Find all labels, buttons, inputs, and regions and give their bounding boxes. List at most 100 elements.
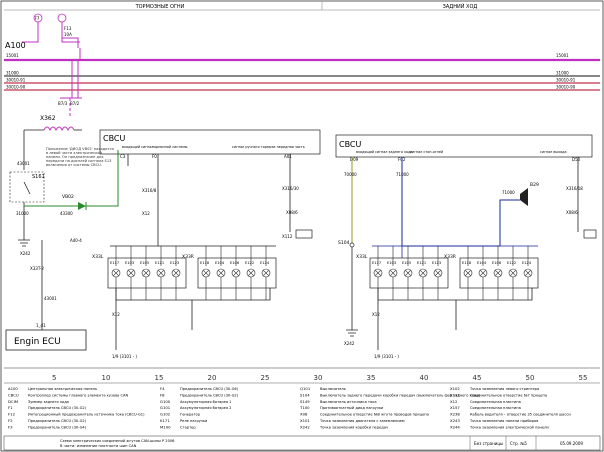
cbcu-left-sub-2: тормозной системы bbox=[152, 145, 188, 149]
lamp-cross bbox=[202, 269, 210, 277]
lamp-label: E105 bbox=[402, 261, 411, 265]
scale-tick-label: 15 bbox=[155, 374, 164, 382]
lamp-cross bbox=[232, 269, 240, 277]
left-conn-a40: A40-4 bbox=[70, 238, 82, 243]
left-wire-43300: 43300 bbox=[60, 211, 73, 216]
lamp-cross bbox=[172, 269, 180, 277]
x316-18-label: X316/18 bbox=[566, 186, 583, 191]
legend-code: F3 bbox=[8, 424, 13, 429]
lamp-label: E104 bbox=[215, 261, 225, 265]
scale-tick-label: 35 bbox=[367, 374, 376, 382]
legend-code: F8 bbox=[160, 392, 165, 397]
legend-code: G102 bbox=[160, 412, 171, 417]
lamp-label: E117 bbox=[372, 261, 381, 265]
cbcu-left-sub-3: сигнал ручного тормоза передняя часть bbox=[232, 145, 305, 149]
legend-desc: Выключатель источника тока bbox=[320, 400, 377, 404]
lamp-bank-right-r: X33R bbox=[444, 254, 539, 289]
legend-desc: Аккумуляторная батарея 2 bbox=[180, 406, 231, 410]
right-wire-70000: 70000 bbox=[344, 172, 357, 177]
legend-code: X243 bbox=[450, 418, 460, 423]
legend-desc: Точка заземления коробки передач bbox=[319, 425, 388, 429]
legend-code: X102 bbox=[450, 386, 460, 391]
legend-code: G100 bbox=[160, 399, 171, 404]
legend-desc: Реле нагрузки bbox=[180, 419, 208, 423]
x08-6-right-label: X08/6 bbox=[566, 210, 578, 215]
legend-desc: Контроллер системы главного элемента куз… bbox=[28, 393, 128, 397]
diode-vb02-label: VB02 bbox=[62, 194, 74, 200]
lamp-cross bbox=[509, 269, 517, 277]
left-ground-code: X33T-2 bbox=[30, 266, 44, 271]
pin-c3: C3 bbox=[120, 154, 126, 159]
lamp-label: E104 bbox=[477, 261, 487, 265]
legend-desc: Соединительное отверстие №7 прицепа bbox=[470, 393, 547, 397]
lamp-cross bbox=[389, 269, 397, 277]
engine-ecu-box: Engin ECU 1_d1 bbox=[5, 323, 87, 351]
bus-top-label: 15001 bbox=[6, 53, 19, 58]
legend-desc: Точка заземления панели приборов bbox=[469, 419, 538, 423]
x112-left-label: X112 bbox=[282, 234, 293, 239]
footer-page: Стр. №5 bbox=[510, 441, 527, 446]
legend-code: F12 bbox=[8, 412, 16, 417]
switch-s104-label: S104 bbox=[338, 240, 350, 246]
lamp-cross bbox=[494, 269, 502, 277]
bottom-code-right: 1/9 (3101 - ) bbox=[374, 354, 399, 359]
cbcu-right-sub-3: сигнал выхода bbox=[540, 150, 567, 154]
header-left-title: ТОРМОЗНЫЕ ОГНИ bbox=[135, 4, 185, 10]
legend-code: K171 bbox=[160, 418, 170, 423]
lamp-cross bbox=[374, 269, 382, 277]
left-note: Положение 'ДИОД VB02' находится в левой … bbox=[46, 147, 115, 167]
x316-30-label: X316/30 bbox=[282, 186, 299, 191]
a100-label: A100 bbox=[5, 41, 26, 50]
lamp-label: E117 bbox=[110, 261, 119, 265]
lamp-cross bbox=[524, 269, 532, 277]
lamp-label: E121 bbox=[417, 261, 426, 265]
lamp-label: E118 bbox=[200, 261, 210, 265]
legend-desc: Точка заземления электрической панели bbox=[469, 425, 549, 429]
legend-code: X101 bbox=[300, 418, 310, 423]
ground-x242-left-label: X242 bbox=[20, 251, 31, 256]
scale-tick-label: 40 bbox=[420, 374, 429, 382]
cbcu-left-label: CBCU bbox=[103, 134, 126, 143]
legend-code: F1 bbox=[8, 405, 13, 410]
cbcu-left-block: CBCU входящий сигнал тормозной системы с… bbox=[99, 129, 321, 159]
lamp-label: E123 bbox=[170, 261, 179, 265]
scale-tick-label: 10 bbox=[102, 374, 111, 382]
legend-desc: Точка заземления двигателя с заземлением bbox=[319, 419, 405, 423]
legend-code: S149 bbox=[300, 399, 310, 404]
fuse-code-2: B7/2 bbox=[70, 101, 80, 106]
lamp-cross bbox=[464, 269, 472, 277]
pin-d50: D50 bbox=[572, 157, 581, 162]
legend-desc: Выключатель заднего передачи коробки пер… bbox=[320, 393, 481, 397]
ground-x242-right-label: X242 bbox=[344, 341, 355, 346]
x33r-left-label: X33R bbox=[182, 254, 194, 260]
legend-desc: Соединительное отверстие №8 жгута провод… bbox=[320, 413, 429, 417]
cbcu-right-sub-2: сигнал стоп-огней bbox=[410, 150, 443, 154]
ground-x242-left: X242 bbox=[18, 239, 31, 256]
fuse-code-1: B7/3 bbox=[58, 101, 68, 106]
bottom-code-left: 1/9 (3101 - ) bbox=[112, 354, 137, 359]
legend-desc: Центральная электрическая панель bbox=[28, 387, 97, 391]
rail-right-label-1: 30010-91 bbox=[556, 78, 576, 83]
legend-desc: Интеграционный предохранитель источника … bbox=[28, 413, 145, 417]
legend-desc: Аккумуляторная батарея 1 bbox=[180, 400, 231, 404]
legend-code: CBCU bbox=[8, 392, 19, 397]
lamp-cross bbox=[404, 269, 412, 277]
relay-x362: X362 bbox=[24, 115, 82, 132]
relay-wire-label: 43001 bbox=[17, 161, 30, 166]
right-wire-71000: 71000 bbox=[396, 172, 409, 177]
pin-d09: D09 bbox=[350, 157, 359, 162]
lamp-label: E123 bbox=[432, 261, 441, 265]
legend-desc: Стартер bbox=[180, 425, 196, 429]
pin-f0: F0 bbox=[152, 154, 157, 159]
lamp-label: E103 bbox=[125, 261, 134, 265]
legend-code: X242 bbox=[300, 424, 310, 429]
scale-tick-label: 45 bbox=[473, 374, 482, 382]
fuse-f13-amp: 10A bbox=[64, 32, 72, 37]
title-block: Схема электрических соединений жгутов CA… bbox=[3, 435, 601, 451]
lamp-label: E124 bbox=[522, 261, 532, 265]
legend-desc: Выключатель bbox=[320, 387, 346, 391]
rail-right-label-2: 30010-90 bbox=[556, 85, 576, 90]
x112-left-connector: X112 bbox=[282, 229, 313, 239]
scale-tick-label: 25 bbox=[261, 374, 270, 382]
